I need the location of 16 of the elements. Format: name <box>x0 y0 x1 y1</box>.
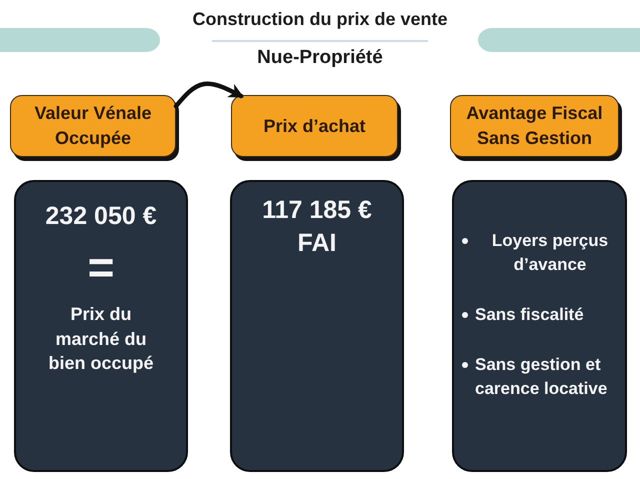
description-text: Prix du marché du bien occupé <box>47 303 155 375</box>
equals-sign: = <box>88 244 114 290</box>
header-label: Avantage Fiscal Sans Gestion <box>465 102 604 150</box>
info-panel <box>14 180 188 472</box>
bullet-text: Loyers perçus d’avance <box>490 230 610 276</box>
subtitle: Nue-Propriété <box>257 47 383 69</box>
info-panel <box>230 180 404 472</box>
bullet-text: Sans gestion et carence locative <box>475 354 608 400</box>
bullet-text: Sans fiscalité <box>475 304 585 326</box>
price-text: 117 185 € FAI <box>261 195 373 259</box>
title: Construction du prix de vente <box>192 9 448 30</box>
curved-arrow <box>174 82 244 108</box>
header-label: Valeur Vénale Occupée <box>33 102 153 150</box>
price-text: 232 050 € <box>45 201 157 232</box>
info-panel <box>452 180 627 472</box>
header-label: Prix d’achat <box>263 114 366 138</box>
